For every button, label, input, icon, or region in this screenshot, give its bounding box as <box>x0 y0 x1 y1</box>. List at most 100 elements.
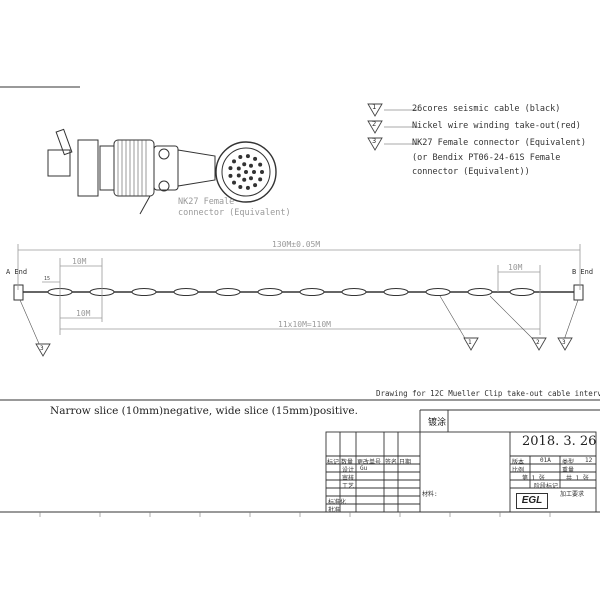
connector-pin <box>258 177 263 182</box>
takeout-clip <box>215 288 241 296</box>
connector-pin <box>236 173 241 178</box>
callout-3-b-end-number: 3 <box>562 339 566 346</box>
connector-side-view <box>47 128 216 215</box>
callout-3-a-end-number: 3 <box>40 345 44 352</box>
b-end-connector <box>573 284 584 301</box>
header-cell-sign: 签名 <box>385 459 398 466</box>
takeout-clip <box>425 288 451 296</box>
connector-pin <box>228 173 233 178</box>
header-cell-mark: 标记 <box>327 459 340 466</box>
first-interval-label: 10M <box>72 257 87 266</box>
offset-label: 15 <box>44 276 51 282</box>
finish-label: 镀涂 <box>428 418 447 428</box>
callout-1-number: 1 <box>468 339 472 346</box>
connector-tether <box>55 128 73 156</box>
connector-pin <box>228 166 233 171</box>
last-interval-label: 10M <box>508 263 523 272</box>
a-end-connector <box>13 284 24 301</box>
note-3-callout <box>367 137 383 151</box>
a-end-label: A End <box>6 268 28 276</box>
connector-label-line-2: connector (Equivalent) <box>178 208 291 218</box>
callout-2-takeout <box>531 337 547 351</box>
row-standard: 标准化 <box>328 499 347 506</box>
takeout-clip <box>467 288 493 296</box>
connector-pin <box>232 180 237 185</box>
sheet-total: 共 1 张 <box>566 475 589 482</box>
dimension-lines <box>17 244 581 335</box>
connector-pin <box>253 156 258 161</box>
lower-interval-label: 10M <box>76 309 91 318</box>
row-review: 审核 <box>342 475 355 482</box>
stage-label: 阶段标记 <box>534 483 559 490</box>
takeout-clip <box>173 288 199 296</box>
row-approve: 批准 <box>328 507 341 514</box>
connector-pin <box>238 155 243 160</box>
takeout-clip <box>299 288 325 296</box>
connector-pins <box>228 154 264 190</box>
row-process: 工艺 <box>342 483 355 490</box>
takeout-clip <box>131 288 157 296</box>
header-cell-date: 日期 <box>399 459 412 466</box>
connector-pin <box>244 170 248 174</box>
material-label: 材料: <box>422 491 438 498</box>
row-design: 设计 <box>342 467 355 474</box>
total-length-label: 130M±0.05M <box>272 240 321 249</box>
header-cell-change: 更改单号 <box>357 459 382 466</box>
connector-flange <box>77 139 99 197</box>
connector-pin <box>238 184 243 189</box>
sheet-number: 第 1 张 <box>522 475 545 482</box>
connector-pin <box>245 154 250 159</box>
process-label: 加工要求 <box>560 491 585 498</box>
type-label: 类型 <box>562 459 575 466</box>
note-2-callout <box>367 120 383 134</box>
note-1-number: 1 <box>372 103 377 111</box>
sum-length-label: 11x10M=110M <box>278 320 331 329</box>
callout-3-b-end <box>557 337 573 351</box>
drawing-date: 2018. 3. 26 <box>522 434 597 449</box>
connector-face-view <box>215 141 277 203</box>
connector-pin <box>248 176 253 181</box>
type-value: 12 <box>585 457 593 464</box>
note-3-number: 3 <box>372 137 377 145</box>
connector-screw-top <box>158 148 170 160</box>
connector-pin <box>236 166 241 171</box>
note-1-callout <box>367 103 383 117</box>
callout-3-a-end <box>35 343 51 357</box>
connector-cap <box>47 149 71 177</box>
connector-pin <box>248 163 253 168</box>
callout-2-number: 2 <box>536 339 540 346</box>
note-2-number: 2 <box>372 120 377 128</box>
takeout-clip <box>257 288 283 296</box>
polarity-note: Narrow slice (10mm)negative, wide slice … <box>50 405 358 417</box>
connector-face-outer <box>215 141 277 203</box>
scale-label: 比例 <box>512 467 525 474</box>
takeout-clip <box>509 288 535 296</box>
note-1-text: 26cores seismic cable (black) <box>412 104 561 114</box>
connector-pin <box>260 170 264 174</box>
callout-1-cable <box>463 337 479 351</box>
egl-logo: EGL <box>516 493 548 509</box>
border-ticks <box>39 512 551 517</box>
connector-pin <box>245 185 250 190</box>
connector-boot <box>177 149 216 187</box>
header-cell-qty: 数量 <box>341 459 354 466</box>
b-end-label: B End <box>572 268 594 276</box>
designer-name: Gu <box>360 465 368 472</box>
takeout-clip <box>341 288 367 296</box>
note-3-extra-line-2: connector (Equivalent)) <box>412 167 530 177</box>
connector-pin <box>242 162 247 167</box>
connector-label-line-1: NK27 Female <box>178 197 235 207</box>
drawing-title: Drawing for 12C Mueller Clip take-out ca… <box>376 389 600 398</box>
connector-pin <box>252 170 256 174</box>
leader-lines <box>19 109 579 347</box>
version-value: 01A <box>540 457 551 464</box>
connector-pin <box>258 162 263 167</box>
connector-body <box>99 145 115 191</box>
connector-screw-bottom <box>158 180 170 192</box>
takeout-clip <box>383 288 409 296</box>
connector-pin <box>232 159 237 164</box>
version-label: 版本 <box>512 459 525 466</box>
connector-pin <box>242 177 247 182</box>
